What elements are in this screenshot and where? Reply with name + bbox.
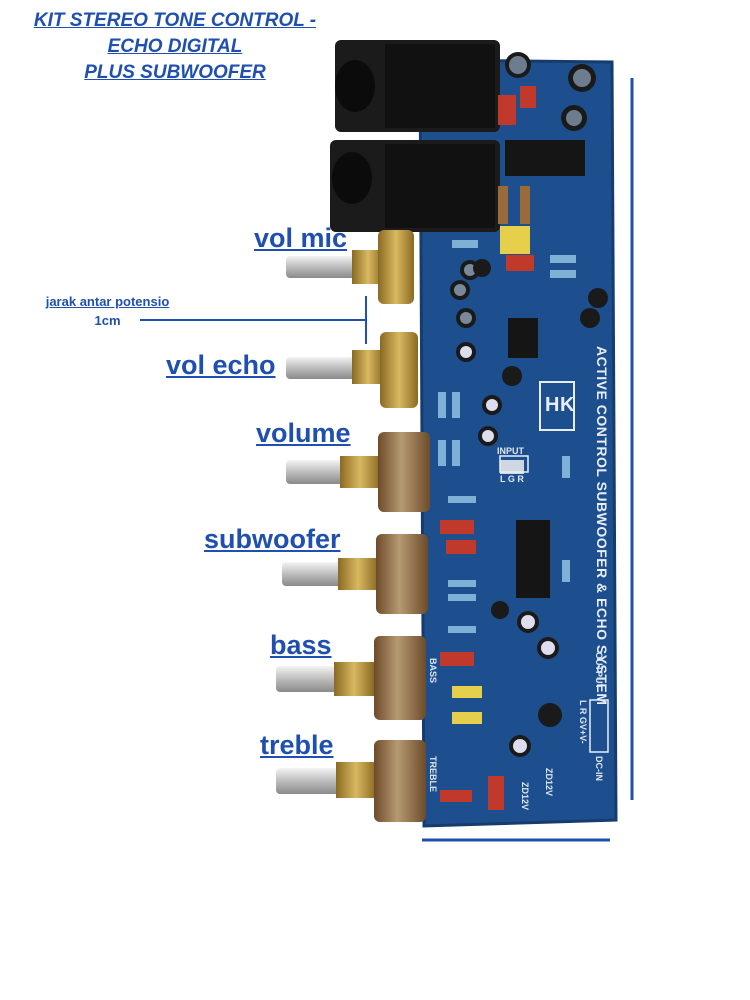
potentiometer-vol-echo (286, 332, 418, 408)
audio-jack-bottom (330, 140, 500, 232)
title-line-1: KIT STEREO TONE CONTROL - (33, 10, 317, 31)
title-line-2: ECHO DIGITAL (107, 36, 243, 57)
input-pins: L G R (500, 474, 524, 484)
input-label: INPUT (497, 446, 524, 456)
treble-silkscreen: TREBLE (428, 756, 438, 792)
output-pins: L R GV+V- (578, 700, 588, 744)
title-line-3: PLUS SUBWOOFER (84, 62, 266, 83)
spacing-note: jarak antar potensio 1cm (30, 292, 185, 330)
potentiometer-volume (286, 432, 430, 512)
label-vol-echo: vol echo (166, 350, 276, 380)
bass-silkscreen: BASS (428, 658, 438, 684)
label-vol-mic: vol mic (254, 223, 348, 253)
potentiometer-subwoofer (282, 534, 428, 614)
label-treble: treble (260, 730, 334, 760)
potentiometer-vol-mic (286, 230, 414, 304)
page-title: KIT STEREO TONE CONTROL - ECHO DIGITAL P… (20, 8, 330, 86)
output-label: OUTPUT (594, 652, 604, 689)
potentiometer-treble (276, 740, 426, 822)
dcin-label: DC-IN (594, 756, 604, 781)
spacing-note-line-1: jarak antar potensio (45, 294, 170, 309)
label-volume: volume (256, 418, 351, 448)
audio-jack-top (335, 40, 500, 132)
resistors (438, 86, 576, 810)
capacitors-top (450, 52, 608, 757)
hk-logo-frame (539, 381, 575, 431)
label-subwoofer: subwoofer (204, 524, 341, 554)
potentiometer-bass (276, 636, 426, 720)
ic-chips (505, 140, 585, 598)
zener-label-2: ZD12V (520, 782, 530, 811)
spacing-note-line-2: 1cm (94, 313, 121, 328)
label-bass: bass (270, 630, 332, 660)
hk-logo: HK (545, 394, 575, 416)
pcb-board (420, 60, 616, 826)
zener-label-1: ZD12V (544, 768, 554, 797)
